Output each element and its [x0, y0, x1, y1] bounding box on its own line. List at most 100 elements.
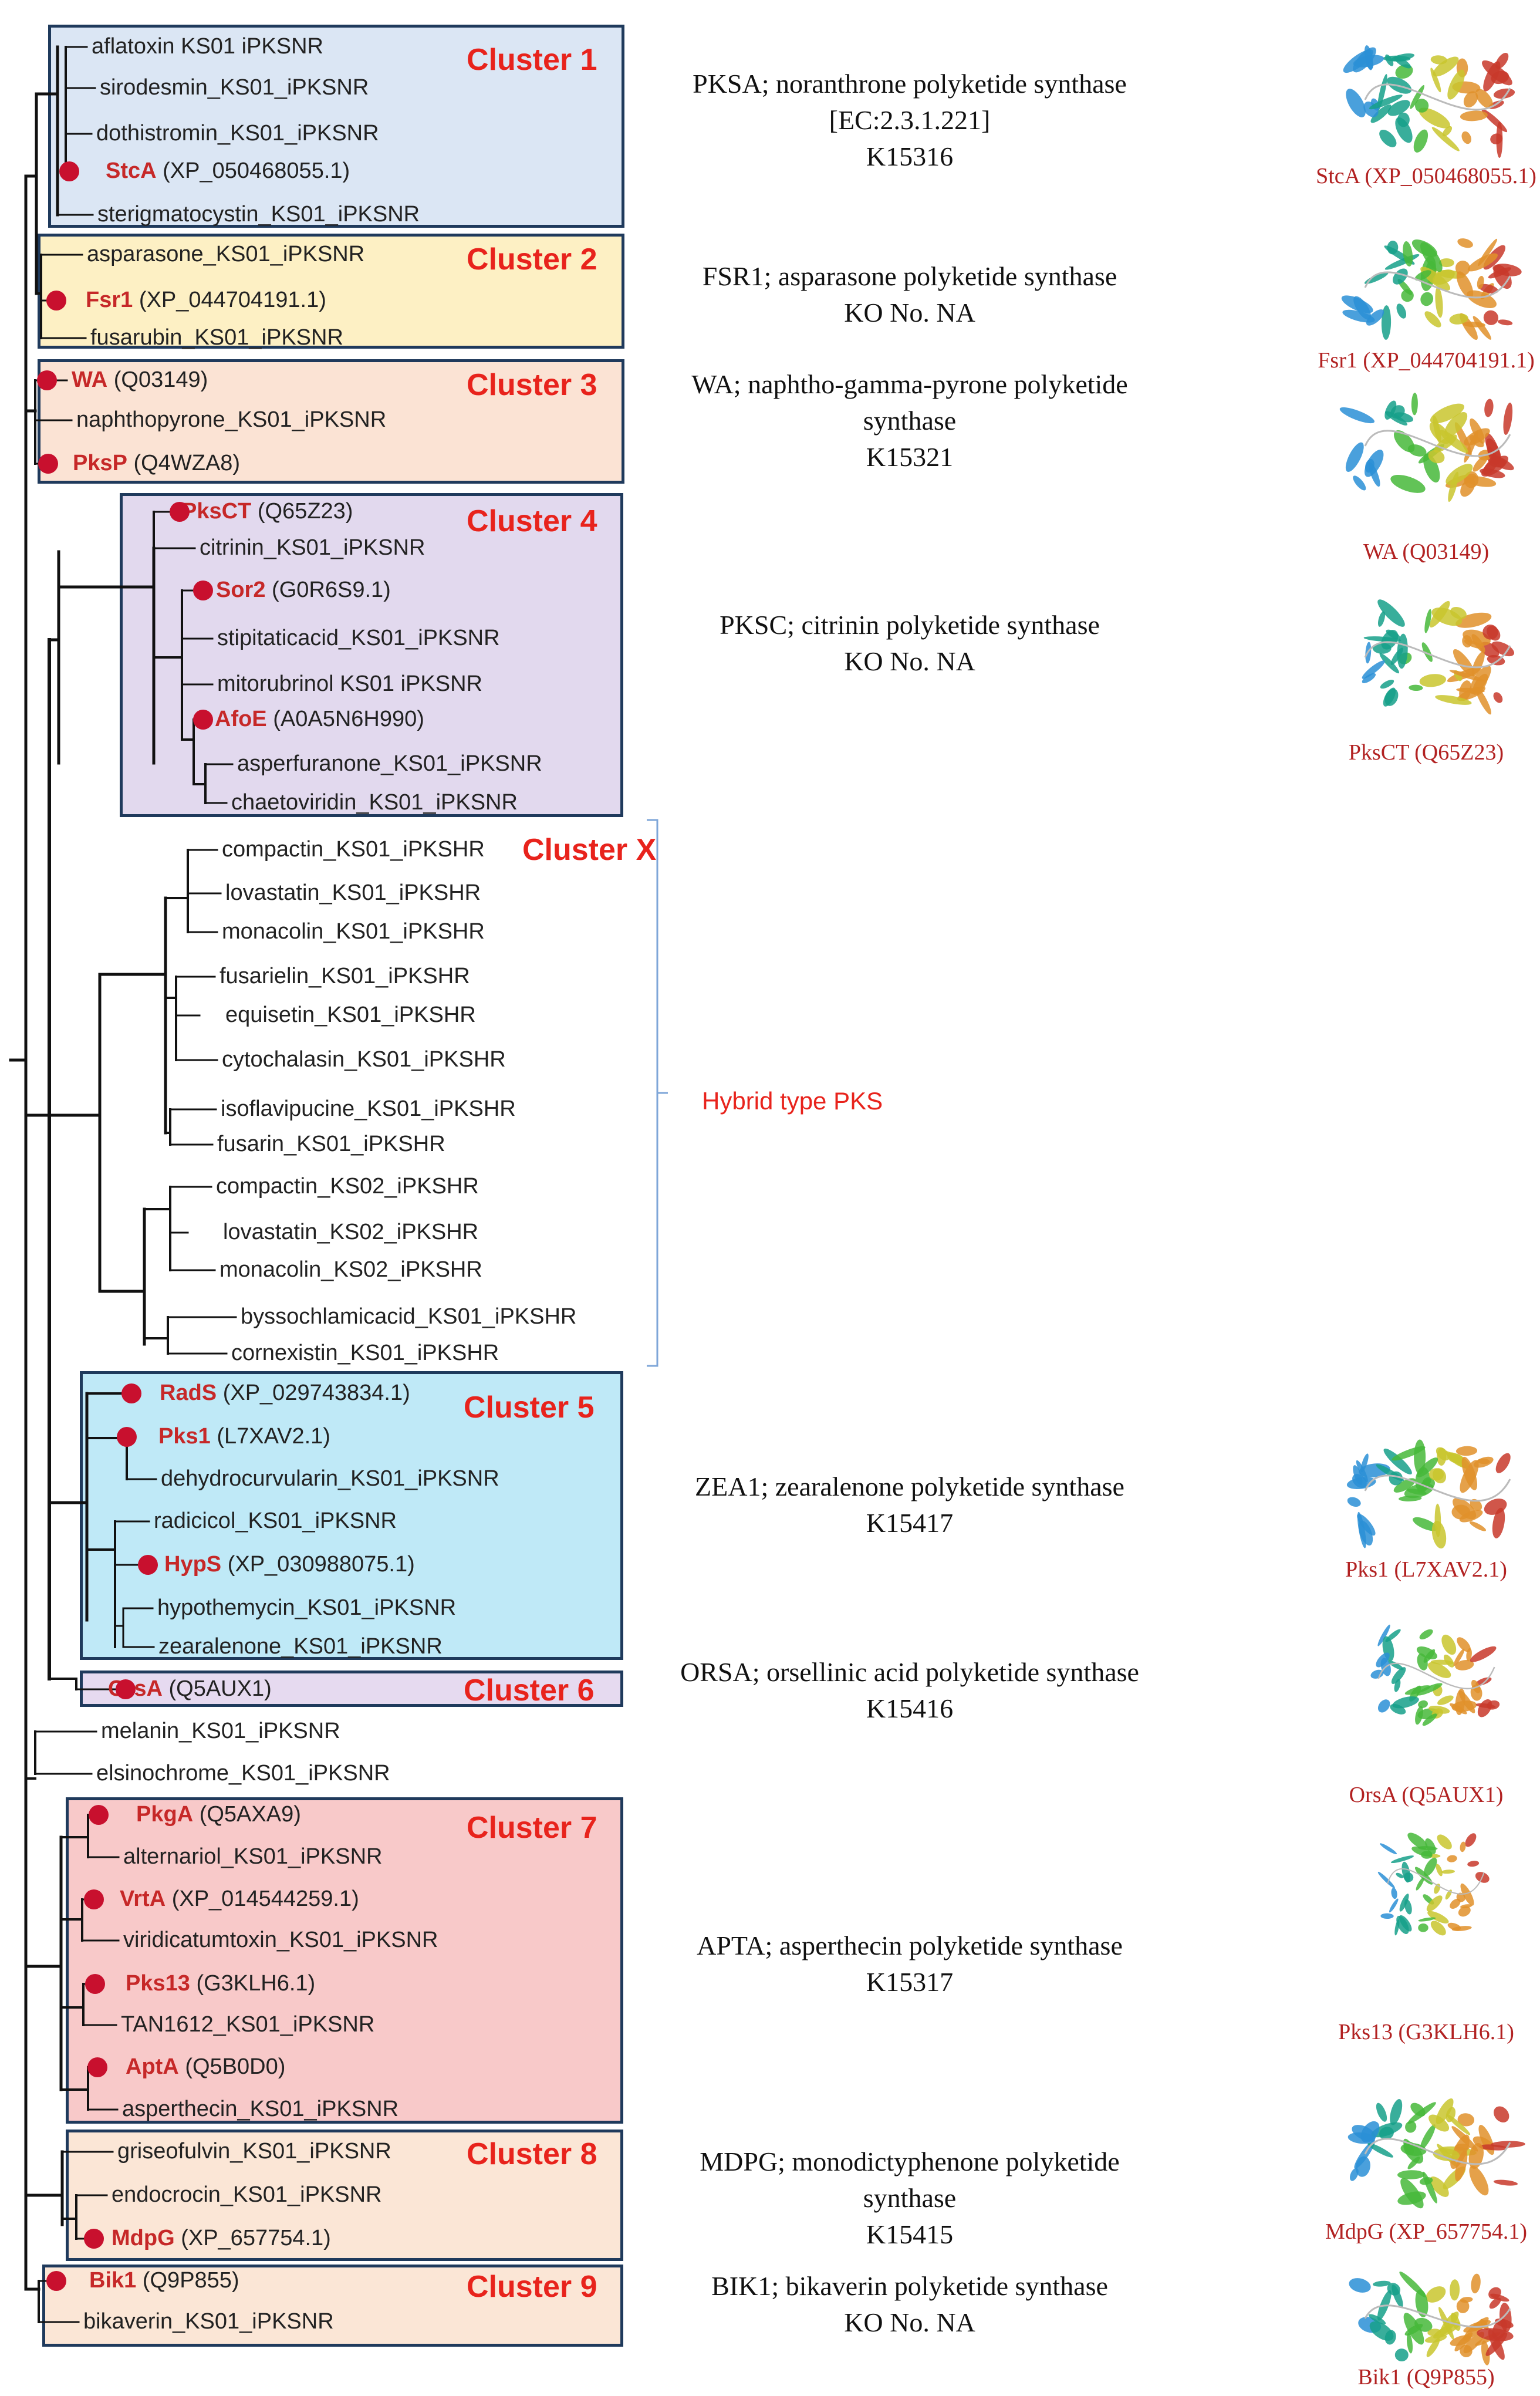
ribbon-segment	[1421, 1851, 1433, 1859]
ribbon-segment	[1464, 428, 1490, 446]
ribbon-segment	[1470, 1646, 1497, 1662]
characterized-marker-dot	[84, 1889, 104, 1909]
ribbon-segment	[1442, 126, 1453, 137]
characterized-marker-dot	[116, 1679, 136, 1699]
ribbon-segment	[1404, 1685, 1431, 1695]
ribbon-segment	[1399, 1894, 1409, 1912]
ribbon-segment	[1413, 1517, 1438, 1531]
ribbon-segment	[1407, 2157, 1420, 2169]
ribbon-segment	[1377, 599, 1405, 627]
ribbon-segment	[1396, 1872, 1404, 1878]
ribbon-segment	[1450, 1898, 1461, 1909]
ribbon-segment	[1360, 1453, 1369, 1473]
pks-accession: (Q5AUX1)	[168, 1676, 272, 1701]
ribbon-segment	[1377, 1699, 1390, 1713]
characterized-pks-label: Fsr1 (XP_044704191.1)	[86, 289, 326, 311]
ribbon-segment	[1394, 2348, 1409, 2362]
ribbon-segment	[1370, 104, 1392, 123]
ribbon-segment	[1461, 1456, 1478, 1490]
ribbon-segment	[1346, 89, 1366, 117]
ribbon-segment	[1433, 415, 1441, 444]
ribbon-segment	[1467, 1861, 1480, 1867]
ribbon-segment	[1447, 1855, 1457, 1862]
ribbon-segment	[1397, 633, 1408, 669]
leaf-label: chaetoviridin_KS01_iPKSNR	[231, 790, 518, 815]
structure-caption: WA (Q03149)	[1363, 539, 1490, 564]
ribbon-segment	[1428, 450, 1445, 464]
ribbon-segment	[1427, 2328, 1441, 2336]
ribbon-segment	[1397, 112, 1410, 127]
ribbon-segment	[1447, 69, 1465, 100]
leaf-label: lovastatin_KS01_iPKSHR	[225, 880, 481, 905]
ribbon-segment	[1397, 2170, 1425, 2179]
ribbon-segment	[1381, 305, 1392, 340]
ribbon-segment	[1490, 133, 1503, 144]
ribbon-segment	[1407, 444, 1427, 457]
structure-caption: Pks13 (G3KLH6.1)	[1338, 2020, 1514, 2044]
leaf-label: sterigmatocystin_KS01_iPKSNR	[97, 202, 420, 227]
ribbon-segment	[1416, 1683, 1443, 1696]
desc-cluster-1: PKSA; noranthrone polyketide synthase [E…	[693, 69, 1127, 171]
ribbon-segment	[1355, 2156, 1370, 2177]
protein-structure-image	[1343, 45, 1515, 158]
ribbon-segment	[1427, 1911, 1449, 1923]
ribbon-segment	[1497, 319, 1513, 326]
ribbon-segment	[1493, 2179, 1518, 2186]
ribbon-segment	[1394, 1679, 1401, 1692]
ribbon-segment	[1427, 1662, 1451, 1678]
leaf-label: aflatoxin KS01 iPKSNR	[92, 34, 323, 59]
characterized-pks-label: StcA (XP_050468055.1)	[106, 160, 350, 182]
ribbon-segment	[1437, 1834, 1452, 1850]
characterized-pks-label: Sor2 (G0R6S9.1)	[216, 579, 391, 601]
characterized-marker-dot	[193, 710, 213, 730]
characterized-marker-dot	[85, 1974, 105, 1994]
leaf-label: hypothemycin_KS01_iPKSNR	[157, 1595, 457, 1620]
ribbon-segment	[1387, 100, 1410, 116]
protein-structure-image	[1341, 238, 1522, 340]
ribbon-segment	[1484, 399, 1494, 417]
ribbon-segment	[1376, 1652, 1390, 1668]
ribbon-segment	[1454, 2332, 1473, 2351]
ribbon-segment	[1493, 265, 1512, 289]
loop-strand	[1387, 1868, 1485, 1895]
ribbon-segment	[1417, 1846, 1438, 1851]
leaf-label: endocrocin_KS01_iPKSNR	[112, 2182, 382, 2207]
loop-strand	[1364, 2138, 1511, 2165]
ribbon-segment	[1456, 2299, 1470, 2313]
leaf-label: compactin_KS02_iPKSHR	[216, 1174, 479, 1199]
ribbon-segment	[1416, 1877, 1424, 1891]
pks-accession: (L7XAV2.1)	[217, 1424, 330, 1449]
ribbon-segment	[1463, 91, 1478, 108]
ribbon-segment	[1423, 1649, 1436, 1663]
ribbon-segment	[1418, 1700, 1428, 1708]
ribbon-segment	[1431, 127, 1460, 151]
ribbon-segment	[1406, 1489, 1427, 1495]
ribbon-segment	[1450, 606, 1467, 619]
ribbon-segment	[1383, 1448, 1412, 1474]
ribbon-segment	[1420, 292, 1434, 306]
ribbon-segment	[1342, 309, 1375, 323]
ribbon-segment	[1491, 641, 1515, 657]
protein-structure-image	[1349, 2272, 1514, 2365]
characterized-marker-dot	[193, 581, 213, 600]
pks-name: VrtA	[120, 1887, 166, 1911]
ribbon-segment	[1339, 407, 1375, 424]
characterized-pks-label: Pks1 (L7XAV2.1)	[158, 1425, 330, 1447]
characterized-marker-dot	[38, 454, 58, 474]
leaf-label: naphthopyrone_KS01_iPKSNR	[76, 407, 387, 432]
characterized-marker-dot	[46, 2271, 66, 2291]
leaf-label: viridicatumtoxin_KS01_iPKSNR	[123, 1928, 438, 1952]
ribbon-segment	[1419, 1629, 1433, 1639]
ribbon-segment	[1405, 2121, 1417, 2133]
ribbon-segment	[1433, 2148, 1460, 2161]
ribbon-segment	[1438, 258, 1454, 268]
ribbon-segment	[1377, 1624, 1390, 1646]
ribbon-segment	[1426, 2286, 1446, 2303]
cluster-1-box	[48, 25, 624, 228]
pks-accession: (G0R6S9.1)	[272, 578, 391, 602]
ribbon-segment	[1372, 643, 1392, 654]
characterized-pks-label: MdpG (XP_657754.1)	[112, 2227, 331, 2249]
ribbon-segment	[1457, 1637, 1471, 1652]
cluster-5-box	[80, 1371, 623, 1660]
pks-accession: (Q03149)	[113, 367, 208, 392]
